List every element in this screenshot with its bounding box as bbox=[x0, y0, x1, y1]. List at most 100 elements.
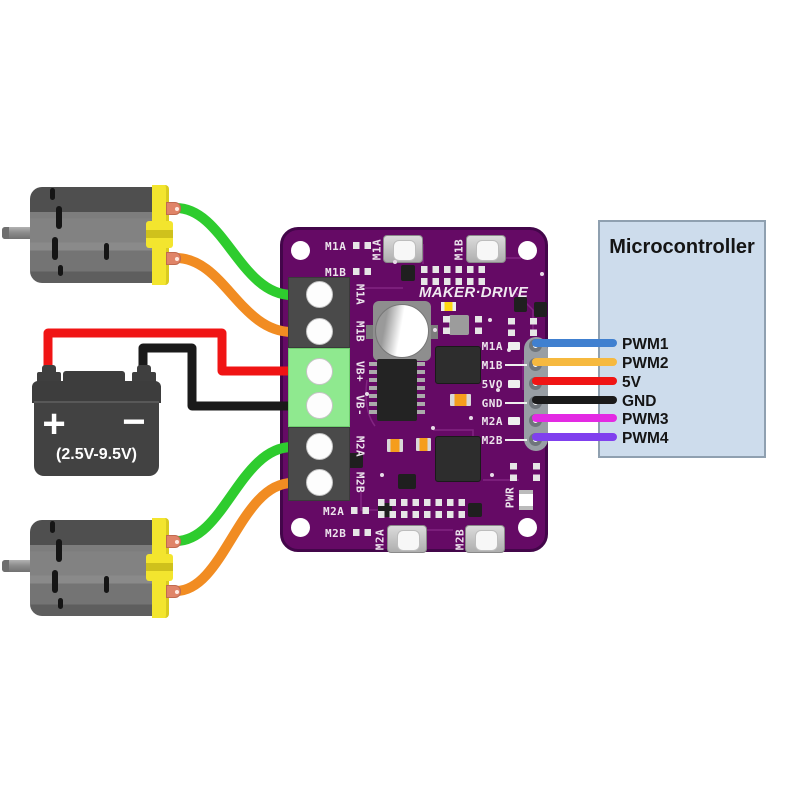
button-m1b[interactable] bbox=[466, 235, 506, 263]
capacitor-lead bbox=[366, 325, 374, 339]
smd-resistor bbox=[467, 266, 485, 273]
via bbox=[507, 348, 511, 352]
motor-shaft bbox=[2, 560, 34, 572]
dc-motor-bottom bbox=[2, 518, 184, 618]
mcu-pin-label-5v: 5V bbox=[622, 374, 641, 391]
smd-resistor bbox=[378, 511, 396, 518]
button-m2b-cap[interactable] bbox=[475, 530, 498, 551]
header-pin-m2b bbox=[529, 433, 542, 446]
smd-transistor bbox=[348, 453, 363, 468]
smd-resistor bbox=[378, 499, 396, 506]
terminal-hole bbox=[175, 590, 179, 594]
button-m2a[interactable] bbox=[387, 525, 427, 553]
smd-resistor bbox=[421, 278, 439, 285]
smd-resistor bbox=[447, 511, 465, 518]
dc-motor-top bbox=[2, 185, 184, 285]
button-m2a-cap[interactable] bbox=[397, 530, 420, 551]
driver-ic bbox=[377, 359, 417, 421]
motor-vent bbox=[52, 570, 58, 593]
motor-vent bbox=[50, 188, 55, 200]
button-m1b-cap[interactable] bbox=[476, 240, 499, 261]
smd-transistor bbox=[401, 265, 415, 281]
smd-resistor bbox=[510, 463, 517, 481]
pin-hole bbox=[533, 343, 538, 348]
motor-vent bbox=[56, 539, 62, 562]
wire-m1b-orange bbox=[171, 253, 297, 337]
wire-m2a-green bbox=[171, 442, 297, 546]
wire-m2b-orange bbox=[171, 478, 297, 596]
motor-terminal-a[interactable] bbox=[166, 202, 181, 215]
header-label-m1b: M1B bbox=[481, 359, 503, 372]
battery: + − (2.5V-9.5V) bbox=[28, 360, 168, 480]
via bbox=[540, 272, 544, 276]
via bbox=[496, 388, 500, 392]
silk-dash bbox=[505, 439, 527, 441]
via bbox=[365, 392, 369, 396]
button-label-m2a: M2A bbox=[373, 528, 387, 551]
motor-body bbox=[30, 187, 156, 283]
motor-shaft-tip bbox=[2, 560, 9, 572]
header-pin-m2a bbox=[529, 414, 542, 427]
silk-dash bbox=[505, 402, 527, 404]
microcontroller-box: Microcontroller PWM1 PWM2 5V GND PWM3 PW… bbox=[598, 220, 766, 458]
smd-transistor bbox=[534, 302, 547, 317]
smd-transistor bbox=[398, 474, 416, 489]
header-pin-5vo bbox=[529, 377, 542, 390]
mount-hole bbox=[291, 518, 310, 537]
motor-terminal-b[interactable] bbox=[166, 585, 181, 598]
smd-capacitor-orange bbox=[450, 394, 471, 406]
mcu-pin-label-pwm2: PWM2 bbox=[622, 355, 669, 372]
maker-drive-board: M1A M1B M2A M2B M1A M1B M2A M2B MAKER·DR… bbox=[280, 227, 548, 553]
motor-cap-tab-bar bbox=[146, 230, 173, 238]
smd-resistor bbox=[424, 511, 442, 518]
header-label-gnd: GND bbox=[481, 397, 503, 410]
mcu-pin-label-pwm4: PWM4 bbox=[622, 430, 669, 447]
motor-terminal-a[interactable] bbox=[166, 535, 181, 548]
smd-pad bbox=[508, 342, 520, 350]
smd-resistor bbox=[447, 499, 465, 506]
battery-voltage-range: (2.5V-9.5V) bbox=[56, 446, 137, 463]
header-label-m1a: M1A bbox=[481, 340, 503, 353]
mount-hole bbox=[291, 241, 310, 260]
via bbox=[488, 318, 492, 322]
button-m1a[interactable] bbox=[383, 235, 423, 263]
smd-resistor bbox=[353, 529, 371, 536]
mount-hole bbox=[518, 518, 537, 537]
pin-hole bbox=[533, 437, 538, 442]
motor-body bbox=[30, 520, 156, 616]
motor-shaft-tip bbox=[2, 227, 9, 239]
power-led bbox=[519, 490, 533, 510]
header-pin-gnd bbox=[529, 396, 542, 409]
smd-resistor bbox=[467, 278, 485, 285]
motor-vent bbox=[58, 265, 63, 276]
capacitor-lead bbox=[430, 325, 438, 339]
pin-hole bbox=[533, 362, 538, 367]
smd-resistor bbox=[444, 278, 462, 285]
via bbox=[469, 416, 473, 420]
via bbox=[431, 426, 435, 430]
silk-label-m2b: M2B bbox=[325, 527, 347, 540]
battery-minus-sign: − bbox=[122, 400, 146, 444]
pin-header bbox=[524, 337, 548, 451]
silk-dash bbox=[505, 364, 527, 366]
smd-resistor bbox=[444, 266, 462, 273]
ic-pins-right bbox=[417, 362, 425, 418]
smd-capacitor-orange bbox=[416, 438, 431, 451]
battery-top-cap bbox=[32, 381, 161, 403]
button-m1a-cap[interactable] bbox=[393, 240, 416, 261]
motor-cap-tab-bar bbox=[146, 563, 173, 571]
smd-pad bbox=[508, 417, 520, 425]
terminal-hole bbox=[175, 540, 179, 544]
pin-hole bbox=[533, 400, 538, 405]
button-m2b[interactable] bbox=[465, 525, 505, 553]
smd-resistor bbox=[508, 318, 515, 336]
smd-resistor bbox=[353, 242, 371, 249]
motor-terminal-b[interactable] bbox=[166, 252, 181, 265]
smd-resistor bbox=[443, 316, 450, 334]
silk-label-m2a: M2A bbox=[323, 505, 345, 518]
ic-pins-left bbox=[369, 362, 377, 418]
silk-label-m1b: M1B bbox=[325, 266, 347, 279]
capacitor-top bbox=[375, 304, 429, 358]
smd-resistor bbox=[533, 463, 540, 481]
